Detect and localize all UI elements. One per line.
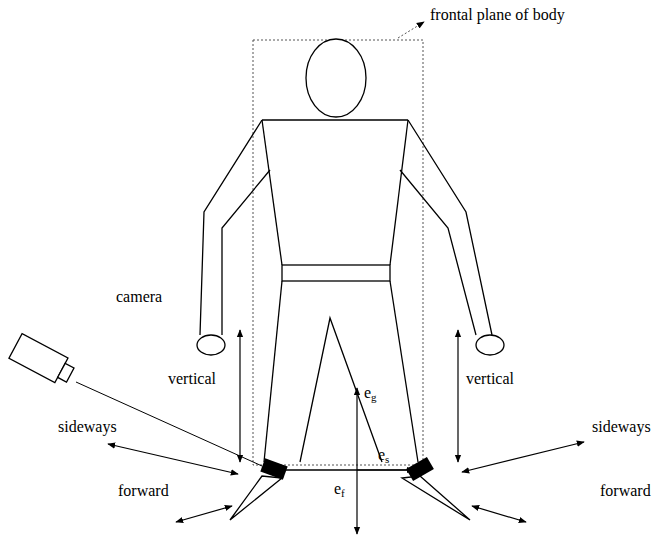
axis-label: forward <box>600 482 651 500</box>
camera-label: camera <box>116 288 162 306</box>
axis-label: vertical <box>466 370 514 388</box>
plane-label: frontal plane of body <box>430 6 565 24</box>
vector-label: eg <box>364 384 377 402</box>
axis-label: sideways <box>58 418 117 436</box>
vector-label: es <box>378 446 389 464</box>
axis-label: forward <box>118 482 169 500</box>
vector-label: ef <box>334 480 345 498</box>
axis-label: sideways <box>592 418 651 436</box>
axis-label: vertical <box>168 370 216 388</box>
